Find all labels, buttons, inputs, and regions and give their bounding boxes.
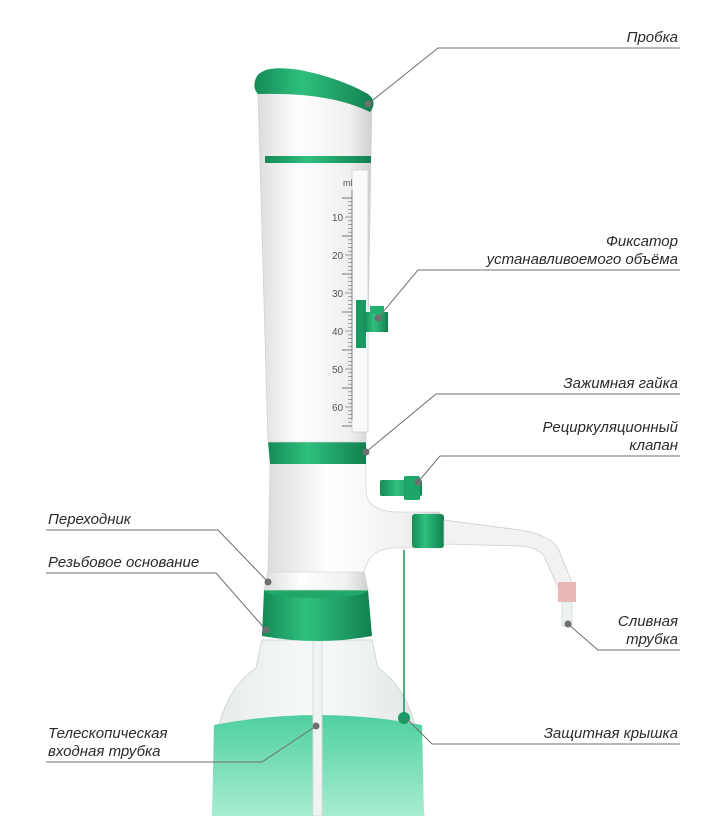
scale-mark-10: 10	[332, 213, 344, 224]
label-klapan-line2: клапан	[629, 437, 678, 454]
discharge-tube	[412, 514, 576, 627]
label-fiksator-line1: Фиксатор	[606, 233, 678, 250]
label-perehodnik: Переходник	[48, 511, 132, 528]
scale-mark-60: 60	[332, 403, 344, 414]
label-teleskop-line2: входная трубка	[48, 743, 160, 760]
volume-lock[interactable]	[356, 300, 388, 348]
label-fiksator-line2: устанавливоемого объёма	[486, 251, 678, 268]
leader-gaika	[365, 393, 680, 453]
cap	[254, 68, 374, 112]
leader-teleskop	[46, 725, 317, 763]
dot-probka	[364, 100, 372, 108]
label-klapan-line1: Рециркуляционный	[543, 419, 679, 436]
adapter	[263, 569, 369, 591]
scale-unit: ml	[343, 178, 353, 188]
label-slivnaya-line2: трубка	[626, 631, 678, 648]
scale-mark-30: 30	[332, 289, 344, 300]
dot-osnovanie	[262, 626, 270, 634]
leader-lines	[46, 47, 680, 763]
leader-klapan	[417, 455, 680, 483]
leader-kryshka	[405, 717, 680, 745]
scale-mark-40: 40	[332, 327, 344, 338]
protective-cap	[398, 550, 410, 724]
clamping-nut	[268, 442, 366, 464]
dot-klapan	[414, 478, 422, 486]
label-osnovanie: Резьбовое основание	[48, 554, 199, 571]
leader-osnovanie	[46, 572, 267, 631]
dot-slivnaya	[564, 620, 572, 628]
dot-perehodnik	[264, 578, 272, 586]
leader-perehodnik	[46, 529, 269, 583]
leader-fiksator	[377, 269, 680, 319]
dot-gaika	[362, 448, 370, 456]
labels: Пробка Фиксатор устанавливоемого объёма …	[48, 29, 679, 760]
label-slivnaya-line1: Сливная	[618, 613, 678, 630]
scale-ticks	[342, 197, 352, 427]
label-teleskop-line1: Телескопическая	[48, 725, 168, 742]
leader-slivnaya	[567, 623, 680, 651]
label-probka: Пробка	[627, 29, 678, 46]
scale-mark-20: 20	[332, 251, 344, 262]
scale-mark-50: 50	[332, 365, 344, 376]
label-kryshka: Защитная крышка	[544, 725, 678, 742]
leader-probka	[367, 47, 680, 105]
dot-fiksator	[374, 314, 382, 322]
green-stripe	[265, 156, 371, 163]
dot-teleskop	[312, 722, 320, 730]
label-gaika: Зажимная гайка	[563, 375, 678, 392]
threaded-base	[262, 582, 372, 641]
